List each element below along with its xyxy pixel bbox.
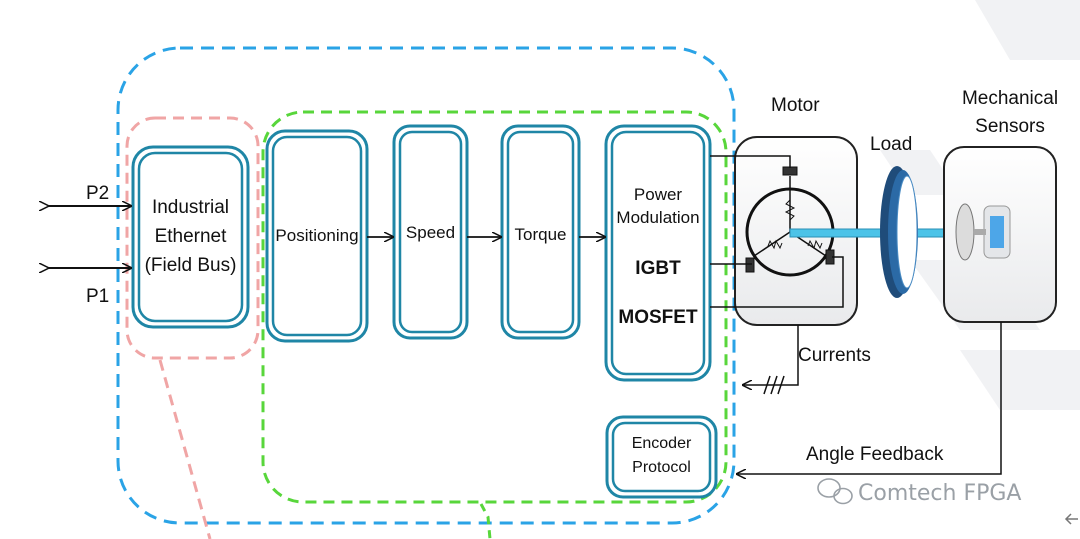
sensors-line1: Mechanical xyxy=(961,88,1059,109)
industrial-ethernet-line1: Industrial xyxy=(151,197,230,219)
industrial-ethernet-line2: Ethernet xyxy=(154,226,227,248)
speed-label: Speed xyxy=(405,223,456,242)
sensors-line2: Sensors xyxy=(975,115,1045,137)
fieldbus-dashed-lead xyxy=(158,359,212,539)
industrial-ethernet-block xyxy=(131,145,250,329)
power-modulation-block xyxy=(604,124,712,382)
motor-shaft xyxy=(789,228,961,238)
port-p2-label: P2 xyxy=(86,183,110,204)
load-label: Load xyxy=(870,134,913,155)
encoder-protocol-label: Encoder Protocol xyxy=(613,435,710,478)
speed-block xyxy=(392,124,469,340)
torque-block xyxy=(500,124,581,340)
power-to-motor-wires xyxy=(710,155,844,308)
currents-feedback-arrow xyxy=(743,325,799,395)
angle-feedback-label: Angle Feedback xyxy=(806,444,944,465)
back-arrow-icon xyxy=(1064,513,1078,525)
currents-label: Currents xyxy=(798,345,871,366)
positioning-label: Positioning xyxy=(275,226,359,246)
torque-label: Torque xyxy=(514,225,567,244)
encoder-protocol-block xyxy=(605,415,718,499)
power-label-line2: Modulation xyxy=(616,207,700,227)
encoder-line2: Protocol xyxy=(632,459,691,477)
mechanical-sensors-label: Mechanical Sensors xyxy=(950,88,1070,138)
fieldbus-dashed-boundary xyxy=(125,116,260,360)
mosfet-label: MOSFET xyxy=(618,307,698,328)
industrial-ethernet-label: Industrial Ethernet (Field Bus) xyxy=(139,153,242,321)
wechat-icon xyxy=(817,478,853,505)
power-modulation-label: Power Modulation xyxy=(612,185,704,227)
motor-label: Motor xyxy=(771,95,820,116)
positioning-block xyxy=(265,129,369,343)
igbt-label: IGBT xyxy=(635,258,681,279)
power-label-line1: Power xyxy=(633,185,683,204)
control-dashed-lead xyxy=(479,503,492,539)
load-disc-icon xyxy=(880,166,918,298)
angle-feedback-arrow xyxy=(737,322,1002,474)
encoder-sensor-icon xyxy=(955,203,1011,261)
watermark-text: Comtech FPGA xyxy=(858,481,1022,506)
encoder-line1: Encoder xyxy=(631,435,692,452)
port-p1-label: P1 xyxy=(86,286,110,307)
industrial-ethernet-line3: (Field Bus) xyxy=(144,254,237,276)
